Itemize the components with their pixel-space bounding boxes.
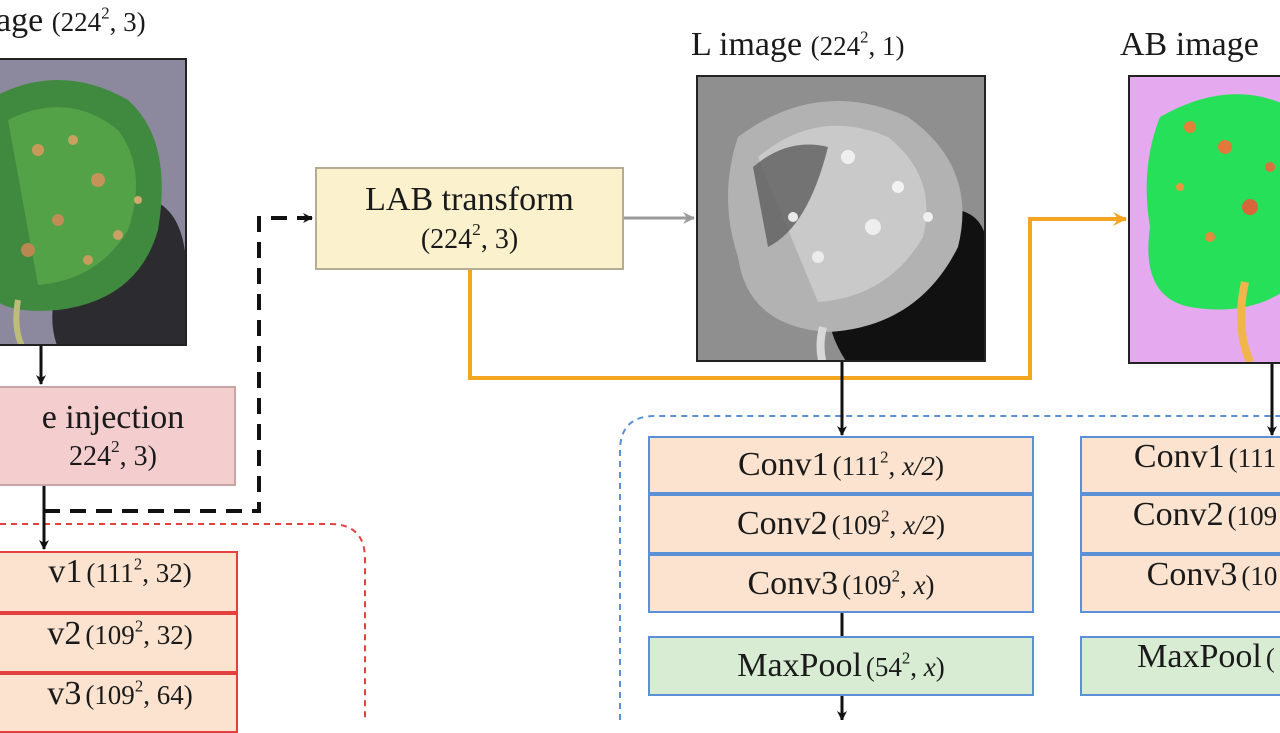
l-conv1-layer: Conv1 (1112, x/2)	[648, 436, 1034, 494]
l-maxpool-layer: MaxPool (542, x)	[648, 636, 1034, 696]
rgb-leaf-image	[0, 58, 187, 346]
lab-transform-title: LAB transform	[365, 181, 574, 219]
noise-injection-title: e injection	[41, 398, 185, 436]
ab-conv1-layer: Conv1 (111	[1080, 436, 1280, 494]
noise-injection-block: e injection 2242, 3)	[0, 386, 236, 486]
l-image-label: L image (2242, 1)	[691, 26, 905, 63]
rgb-image-label: age (2242, 3)	[0, 2, 146, 39]
dashed-arrow-noise-to-lab	[44, 213, 313, 513]
arrow-lab-to-ab-image	[468, 212, 1127, 380]
rgb-conv1-layer: v1 (1112, 32)	[0, 551, 238, 613]
l-conv3-layer: Conv3 (1092, x)	[648, 554, 1034, 613]
lab-branch-group-outline	[619, 415, 1280, 720]
l-conv2-layer: Conv2 (1092, x/2)	[648, 494, 1034, 554]
ab-image-label: AB image	[1120, 26, 1259, 63]
lab-transform-block: LAB transform (2242, 3)	[315, 167, 624, 270]
rgb-conv3-layer: v3 (1092, 64)	[0, 673, 238, 733]
ab-conv2-layer: Conv2 (109	[1080, 494, 1280, 554]
rgb-branch-group-outline	[0, 523, 366, 720]
noise-injection-dims: 2242, 3)	[68, 437, 157, 473]
ab-leaf-image	[1128, 75, 1280, 364]
ab-maxpool-layer: MaxPool (	[1080, 636, 1280, 696]
lab-transform-dims: (2242, 3)	[420, 219, 519, 255]
rgb-conv2-layer: v2 (1092, 32)	[0, 613, 238, 673]
ab-conv3-layer: Conv3 (10	[1080, 554, 1280, 613]
l-leaf-image	[696, 75, 986, 362]
